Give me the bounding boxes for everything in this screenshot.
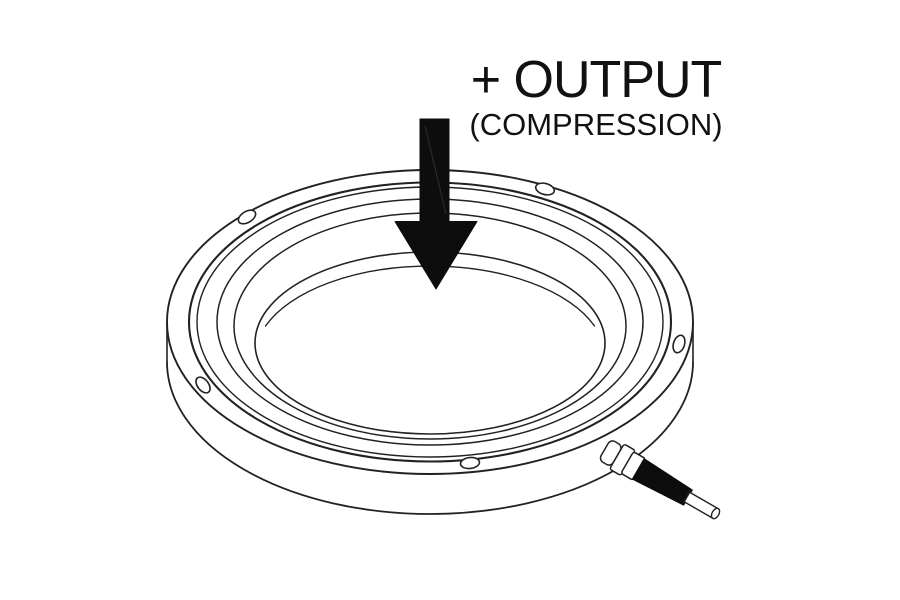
arrow-shape <box>394 118 478 290</box>
ring-side-wall-bottom-arc <box>166 361 694 515</box>
mounting-holes <box>195 182 686 470</box>
arrow-fold-line <box>424 125 447 215</box>
mounting-hole <box>459 456 481 470</box>
mounting-hole <box>534 182 556 196</box>
connector-cable-end-face <box>710 507 721 520</box>
mounting-hole <box>672 334 686 354</box>
connector-strain-relief-sleeve <box>631 458 693 506</box>
mounting-hole <box>195 376 211 394</box>
compression-arrow <box>394 118 478 290</box>
cable-connector <box>599 440 721 520</box>
mounting-hole <box>237 209 257 225</box>
